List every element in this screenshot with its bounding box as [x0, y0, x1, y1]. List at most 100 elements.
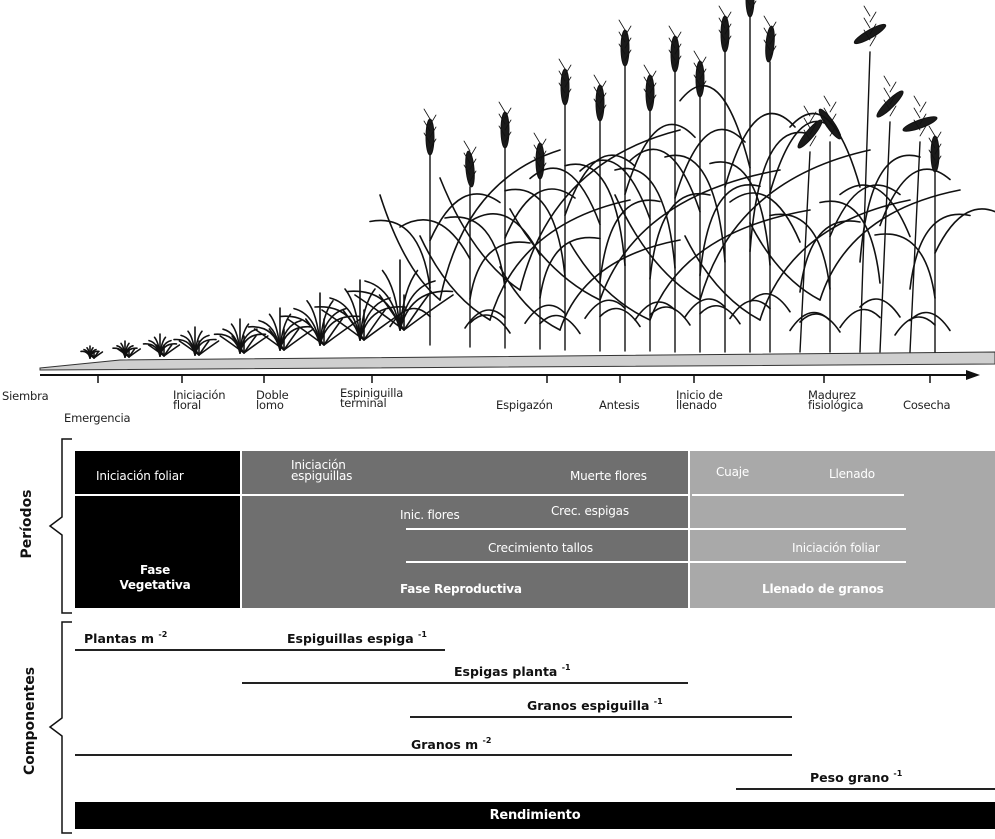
- plant-leaf: [539, 236, 601, 299]
- plant-stroke: [674, 43, 682, 55]
- plant-stroke: [624, 49, 632, 61]
- plant-stroke: [533, 156, 541, 168]
- plant-stroke: [649, 94, 657, 106]
- plant-stroke: [668, 25, 676, 37]
- plant-stroke: [498, 113, 506, 125]
- plant-stroke: [558, 82, 566, 94]
- plant-stroke: [624, 37, 632, 49]
- plant-leaf: [378, 294, 405, 331]
- plant-leaf: [222, 328, 241, 354]
- plant-stroke: [674, 55, 682, 67]
- plant-leaf: [799, 313, 841, 333]
- line-plantas: [75, 649, 445, 651]
- plant-stroke: [869, 35, 877, 47]
- plant-stroke: [533, 144, 541, 156]
- plant-stroke: [879, 121, 891, 353]
- plant-stroke: [934, 143, 942, 155]
- plant-stroke: [869, 23, 877, 35]
- plant-stroke: [746, 0, 751, 6]
- comp-granos-m: Granos m -2: [411, 736, 492, 752]
- plant-leaf: [469, 241, 531, 300]
- plant-leaf: [469, 314, 511, 334]
- plant-stroke: [883, 75, 891, 87]
- plant-stroke: [599, 104, 607, 116]
- plant-leaf: [283, 328, 300, 351]
- plant-leaf: [321, 309, 365, 341]
- plant-stroke: [618, 43, 626, 55]
- plant-leaf: [128, 348, 141, 358]
- plant-leaf: [909, 213, 971, 290]
- plant-leaf: [874, 233, 936, 299]
- plant-stroke: [649, 82, 657, 94]
- plant-stroke: [469, 146, 477, 158]
- componentes-label: Componentes: [22, 666, 38, 775]
- plant-leaf: [614, 194, 701, 301]
- plant-stroke: [763, 39, 771, 51]
- iniciacion-espiguillas: Iniciación espiguillas: [291, 458, 353, 483]
- plant-stroke: [469, 158, 477, 170]
- plant-leaf: [759, 199, 911, 321]
- comp-granos-espiguilla: Granos espiguilla -1: [527, 697, 663, 713]
- plant-stroke: [674, 31, 682, 43]
- plant-leaf: [319, 315, 360, 346]
- plant-leaf: [684, 298, 726, 318]
- plant-stroke: [564, 76, 572, 88]
- comp-espiguillas: Espiguillas espiga -1: [287, 630, 427, 646]
- plant-stroke: [823, 95, 831, 107]
- plant-stroke: [533, 132, 541, 144]
- plant-leaf: [699, 304, 741, 325]
- plant-leaf: [819, 200, 881, 284]
- crecimiento-tallos: Crecimiento tallos: [488, 541, 593, 555]
- plant-leaf: [363, 309, 386, 341]
- plant-leaf: [509, 208, 601, 301]
- plant-stroke: [724, 23, 732, 35]
- plant-stroke: [618, 31, 626, 43]
- vegetativa-iniciacion-foliar: Iniciación foliar: [96, 469, 184, 483]
- plant-leaf: [253, 328, 285, 351]
- line-foliar-espiguillas: [75, 494, 689, 496]
- plant-stroke: [889, 93, 897, 105]
- plant-leaf: [679, 84, 751, 169]
- plant-stroke: [928, 125, 936, 137]
- plant-stroke: [889, 105, 897, 117]
- plant-leaf: [729, 299, 771, 320]
- stage-siembra: Siembra: [2, 389, 49, 403]
- line-inic-flores: [406, 528, 906, 530]
- plant-stroke: [693, 74, 701, 86]
- plant-leaf: [789, 112, 861, 188]
- plant-leaf: [499, 266, 561, 331]
- plant-stroke: [718, 5, 726, 17]
- plant-leaf: [354, 294, 405, 331]
- plant-leaf: [231, 335, 245, 354]
- plant-leaf: [579, 159, 651, 220]
- plant-stroke: [724, 35, 732, 47]
- plant-stroke: [498, 101, 506, 113]
- plant-leaf: [569, 242, 651, 321]
- plant-stroke: [693, 50, 701, 62]
- plant-stroke: [668, 37, 676, 49]
- plant-leaf: [634, 301, 676, 321]
- rendimiento-bar: [75, 802, 995, 829]
- plant-leaf: [219, 335, 245, 354]
- plant-leaf: [839, 184, 911, 238]
- line-crecimiento-tallos: [406, 561, 906, 563]
- stage-doble-lomo: Doble lomo: [256, 388, 289, 412]
- plant-stroke: [504, 131, 512, 143]
- timeline-arrowhead: [966, 370, 980, 380]
- plant-leaf: [504, 188, 566, 278]
- plant-leaf: [283, 328, 315, 351]
- stage-madurez-fisiologica: Madurez fisiológica: [808, 388, 864, 412]
- plant-stroke: [869, 11, 877, 23]
- plant-leaf: [524, 304, 566, 325]
- plant-leaf: [439, 149, 561, 301]
- plant-leaf: [399, 219, 471, 260]
- plant-leaf: [724, 112, 796, 188]
- plant-leaf: [699, 184, 761, 277]
- plant-leaf: [286, 318, 325, 346]
- line-peso-grano: [736, 788, 995, 790]
- line-cuaje-llenado: [692, 494, 904, 496]
- plant-stroke: [429, 114, 437, 126]
- plant-stroke: [928, 149, 936, 161]
- plant-leaf: [93, 351, 104, 359]
- plant-stroke: [423, 108, 431, 120]
